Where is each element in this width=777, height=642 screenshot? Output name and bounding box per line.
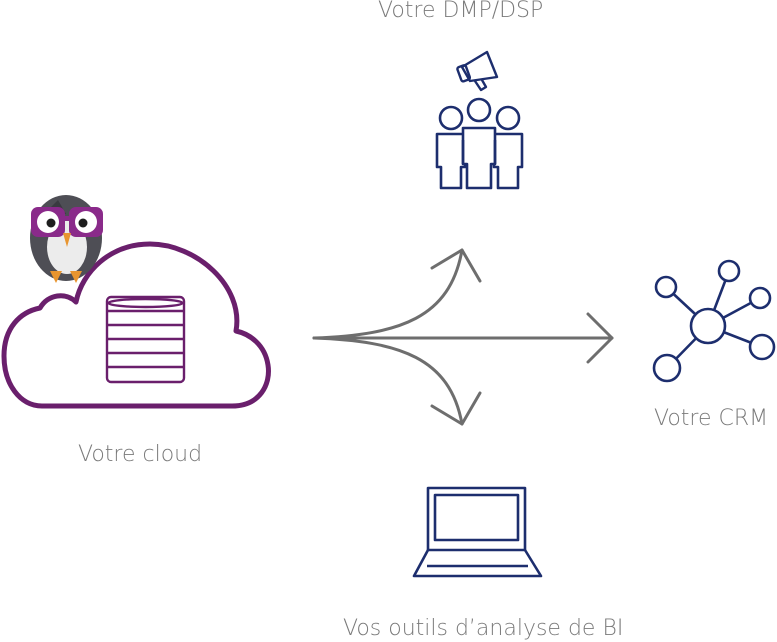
arrow-to-crm-head bbox=[586, 312, 614, 364]
audience-icon bbox=[435, 97, 524, 190]
arrow-to-bi bbox=[312, 336, 464, 426]
network-nodes-icon bbox=[652, 259, 776, 383]
megaphone-icon bbox=[456, 50, 499, 92]
crm-label: Votre CRM bbox=[654, 406, 769, 431]
arrow-to-bi-head bbox=[430, 391, 482, 426]
bi-tools-label: Vos outils d’analyse de BI bbox=[343, 616, 624, 641]
laptop-icon bbox=[412, 486, 543, 578]
dmp-dsp-label: Votre DMP/DSP bbox=[378, 0, 544, 23]
arrow-to-dmp-head bbox=[430, 248, 482, 283]
cloud-outline bbox=[1, 241, 271, 409]
distribution-arrows bbox=[312, 248, 614, 426]
database-icon bbox=[105, 295, 186, 384]
arrow-to-dmp bbox=[312, 248, 464, 340]
cloud-database-icon bbox=[1, 241, 271, 409]
owl-mascot-icon bbox=[30, 195, 103, 283]
cloud-label: Votre cloud bbox=[78, 442, 203, 467]
